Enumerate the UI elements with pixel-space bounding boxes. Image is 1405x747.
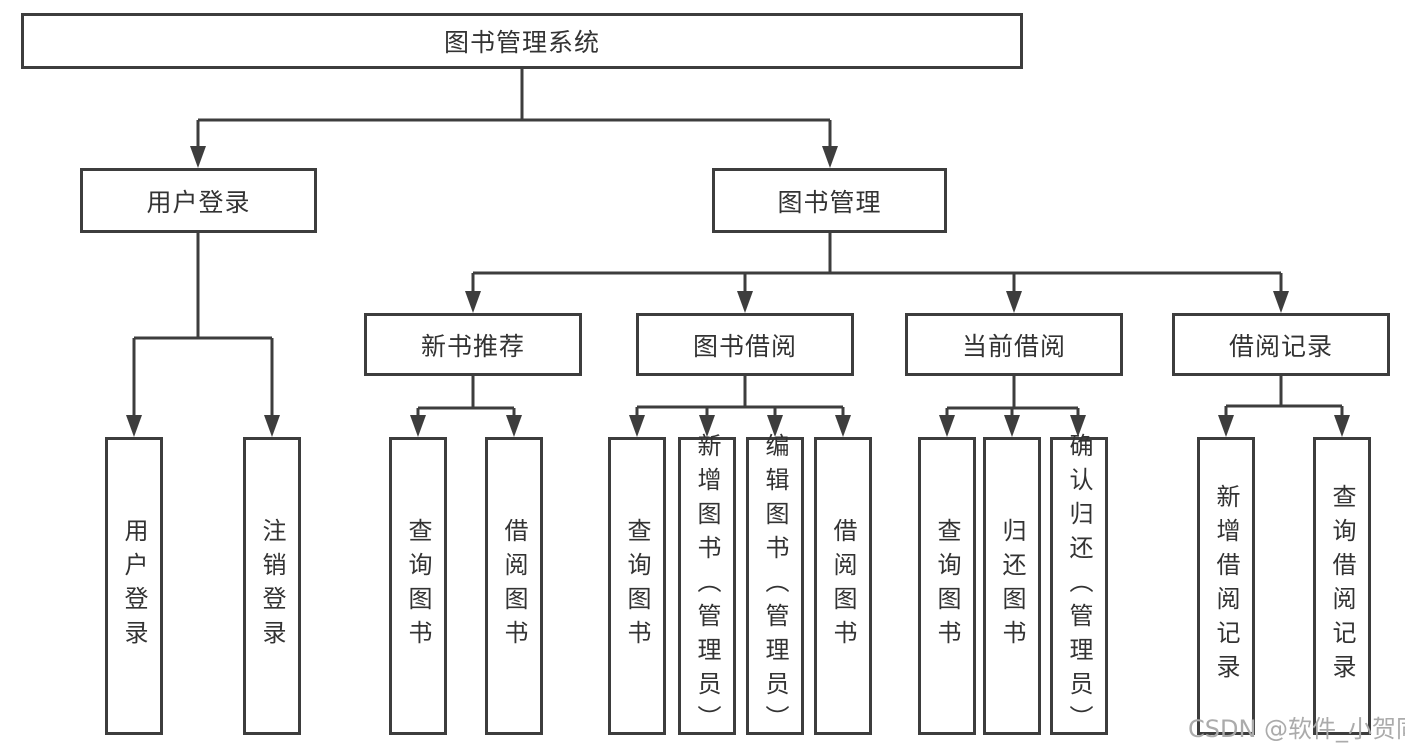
- leaf-recommend-query-books: 查询图书: [389, 437, 447, 735]
- arrowhead: [939, 415, 955, 437]
- leaf-label: 确认归还（管理员）: [1065, 433, 1093, 739]
- arrowhead: [1218, 415, 1234, 437]
- leaf-label: 借阅图书: [829, 518, 857, 654]
- connector-user-login-children: [132, 232, 274, 420]
- arrowhead: [737, 291, 753, 313]
- node-label: 图书借阅: [692, 331, 797, 361]
- leaf-label: 注销登录: [258, 518, 286, 654]
- csdn-watermark: CSDN @软件_小贺同学: [1188, 715, 1405, 743]
- leaf-query-borrow-record: 查询借阅记录: [1313, 437, 1371, 735]
- leaf-recommend-borrow-books: 借阅图书: [485, 437, 543, 735]
- arrowhead: [629, 415, 645, 437]
- node-user-login: 用户登录: [80, 168, 317, 233]
- node-label: 借阅记录: [1228, 331, 1333, 361]
- node-new-book-recommend: 新书推荐: [364, 313, 582, 376]
- arrowhead: [506, 415, 522, 437]
- arrowhead: [822, 146, 838, 168]
- connector-book-borrow-children: [635, 374, 845, 421]
- leaf-add-book-admin: 新增图书（管理员）: [678, 433, 736, 739]
- node-label: 图书管理: [777, 187, 882, 217]
- leaf-label: 查询图书: [623, 518, 651, 654]
- node-label: 用户登录: [146, 187, 251, 217]
- arrowhead: [1273, 291, 1289, 313]
- arrowhead: [410, 415, 426, 437]
- connector-root-to-level2: [196, 68, 832, 150]
- node-label: 新书推荐: [420, 331, 525, 361]
- leaf-borrow-query-books: 查询图书: [608, 437, 666, 735]
- node-current-borrow: 当前借阅: [905, 313, 1123, 376]
- leaf-label: 编辑图书（管理员）: [761, 433, 789, 739]
- leaf-borrow-books: 借阅图书: [814, 437, 872, 735]
- leaf-label: 查询图书: [404, 518, 432, 654]
- arrowhead: [1006, 291, 1022, 313]
- node-library-management-system: 图书管理系统: [21, 13, 1023, 69]
- arrowhead: [835, 415, 851, 437]
- leaf-current-query-books: 查询图书: [918, 437, 976, 735]
- arrowhead: [126, 415, 142, 437]
- leaf-add-borrow-record: 新增借阅记录: [1197, 437, 1255, 735]
- connector-current-borrow-children: [945, 374, 1080, 421]
- arrowhead: [264, 415, 280, 437]
- node-label: 当前借阅: [961, 331, 1066, 361]
- leaf-label: 借阅图书: [500, 518, 528, 654]
- node-book-management: 图书管理: [712, 168, 947, 233]
- leaf-label: 用户登录: [120, 518, 148, 654]
- connector-new-book-children: [416, 374, 516, 421]
- leaf-label: 新增借阅记录: [1212, 484, 1240, 688]
- leaf-confirm-return-admin: 确认归还（管理员）: [1050, 433, 1108, 739]
- connector-borrow-records-children: [1224, 374, 1344, 421]
- leaf-label: 查询图书: [933, 518, 961, 654]
- leaf-label: 查询借阅记录: [1328, 484, 1356, 688]
- leaf-label: 新增图书（管理员）: [693, 433, 721, 739]
- leaf-label: 归还图书: [998, 518, 1026, 654]
- connector-book-management-children: [471, 232, 1283, 296]
- arrowhead: [190, 146, 206, 168]
- node-book-borrow: 图书借阅: [636, 313, 854, 376]
- node-borrow-records: 借阅记录: [1172, 313, 1390, 376]
- leaf-user-login: 用户登录: [105, 437, 163, 735]
- leaf-edit-book-admin: 编辑图书（管理员）: [746, 433, 804, 739]
- arrowhead: [1004, 415, 1020, 437]
- arrowhead: [1334, 415, 1350, 437]
- node-label: 图书管理系统: [443, 28, 600, 57]
- leaf-return-books: 归还图书: [983, 437, 1041, 735]
- leaf-logout: 注销登录: [243, 437, 301, 735]
- arrowhead: [465, 291, 481, 313]
